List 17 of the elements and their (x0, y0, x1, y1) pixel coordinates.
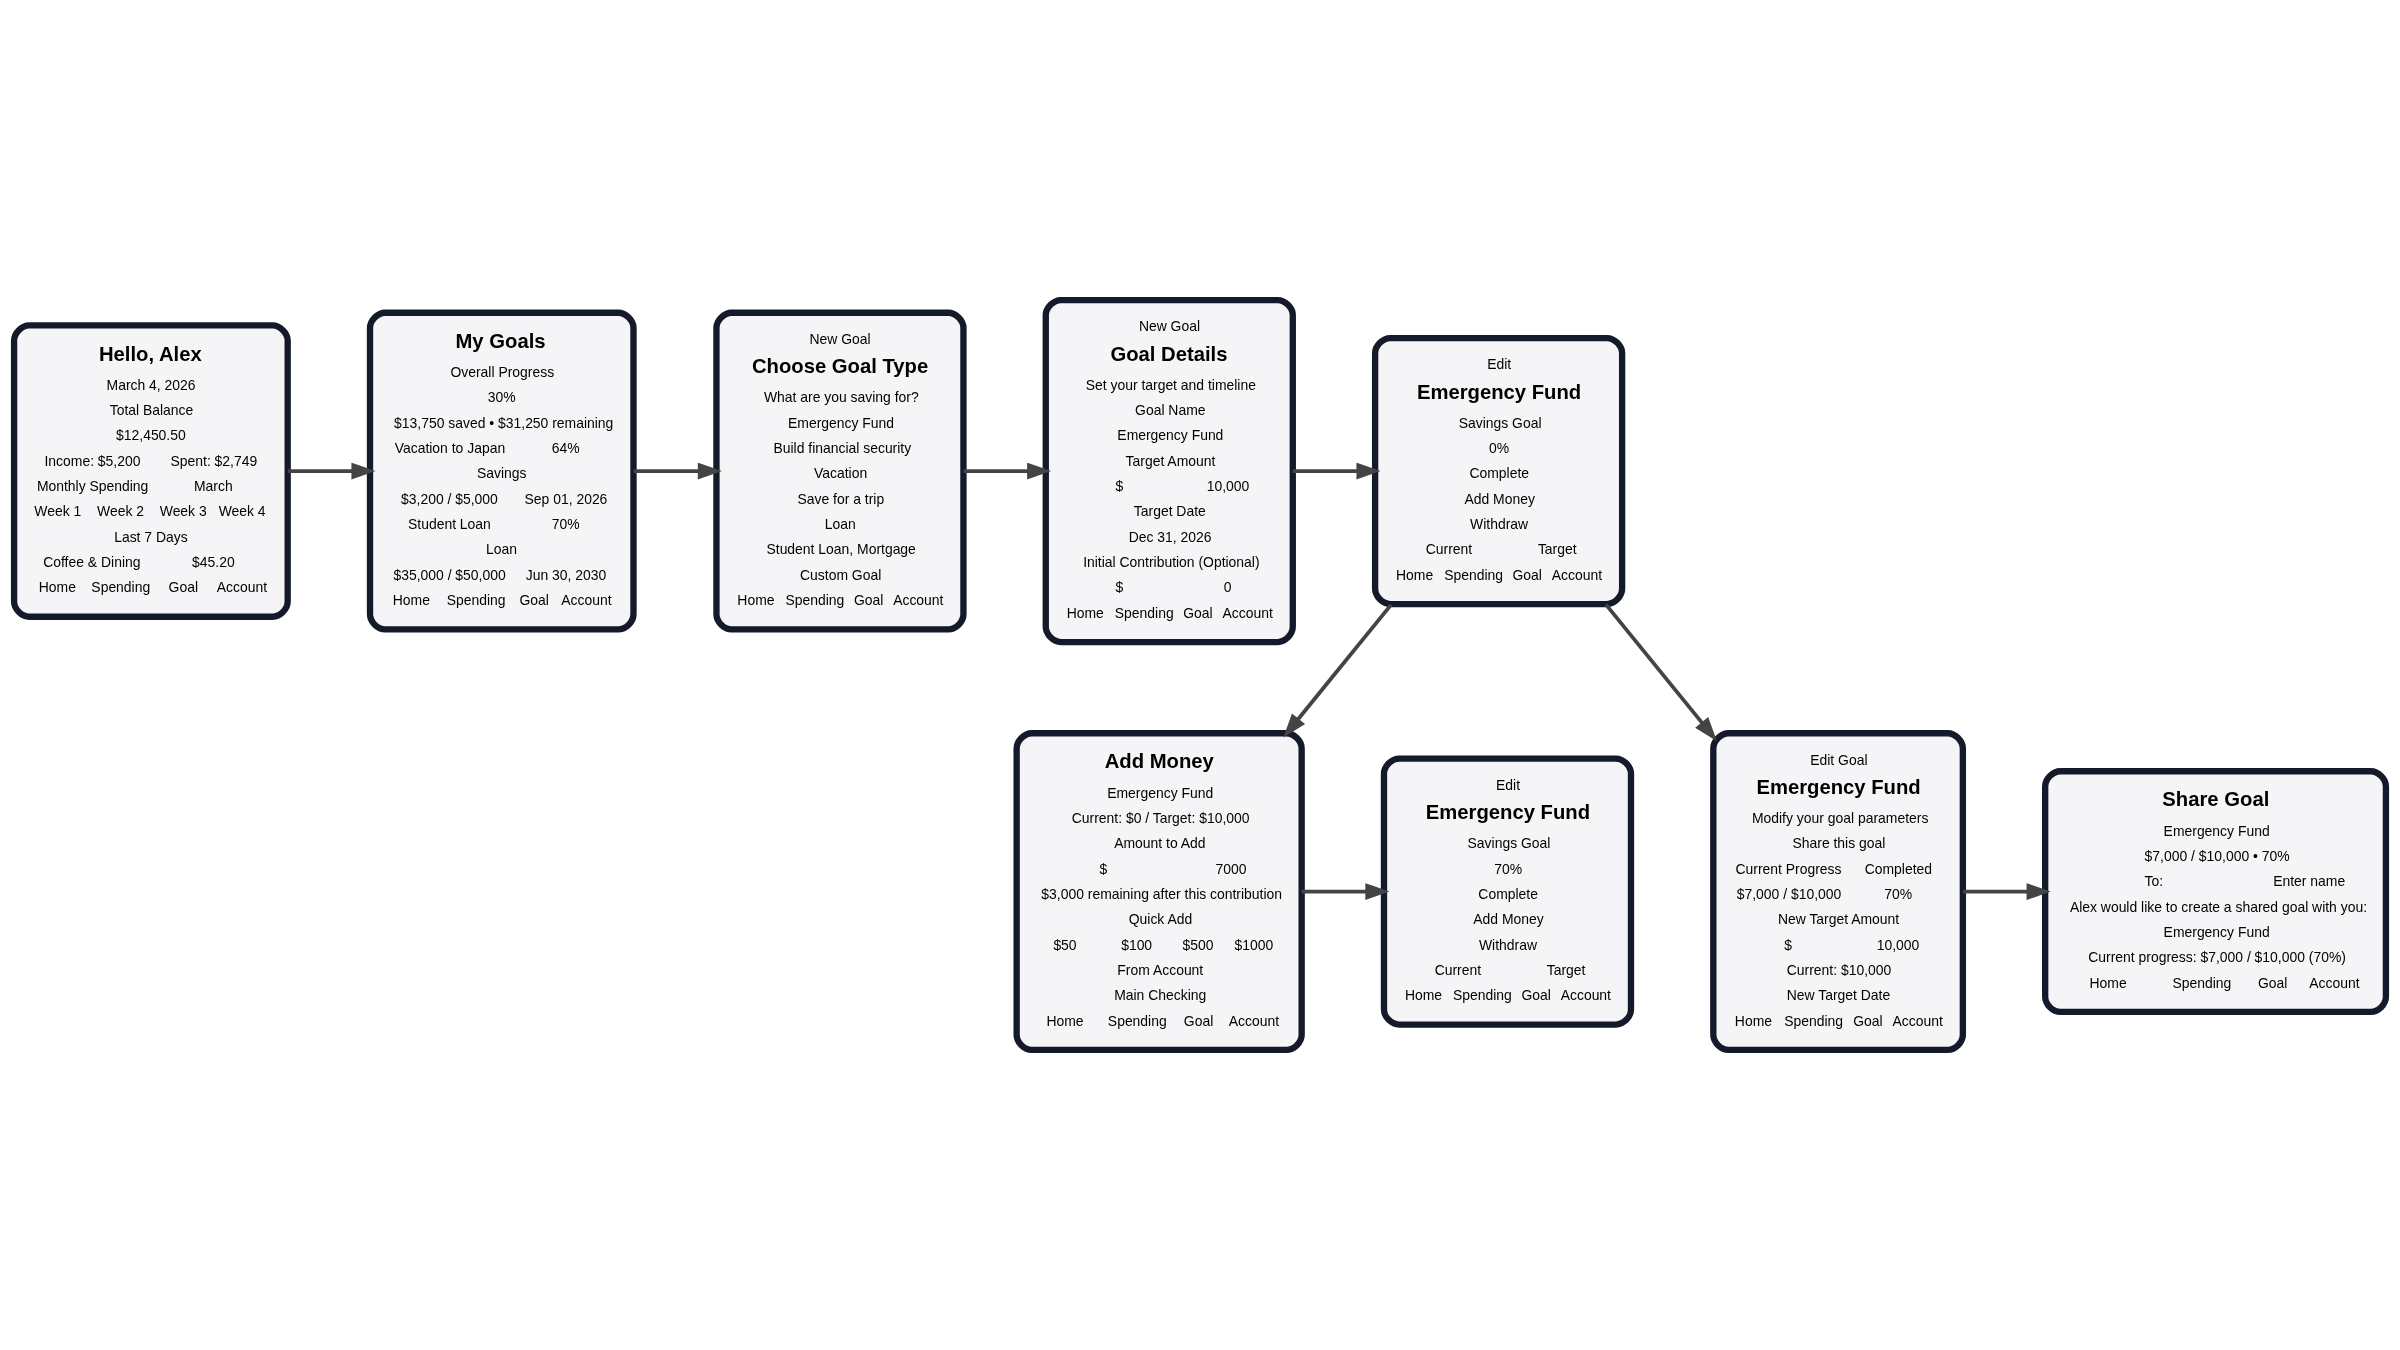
arrow (1292, 462, 1381, 480)
arrow (287, 462, 376, 480)
arrow (1301, 883, 1390, 901)
arrow (1963, 883, 2051, 901)
node-box: New Goal Choose Goal Type What are you saving for? Emergency Fund Build financial security Vacation Save for a trip Loan Student Loan, Mortgage Custom Goal Home Spending Goal Account (713, 309, 967, 633)
arrow (633, 462, 722, 480)
node-box: Edit Goal Emergency Fund Modify your goal parameters Share this goal Current Progress Completed $7,000 / $10,000 70% New Target Amount $ 10,000 Current: $10,000 New Target Date Home Spending Goal Account (1710, 730, 1966, 1054)
arrow (1283, 603, 1393, 738)
node-box: My Goals Overall Progress 30% $13,750 saved • $31,250 remaining Vacation to Japan 64% Savings $3,200 / $5,000 Sep 01, 2026 Student Loan 70% Loan $35,000 / $50,000 Jun 30, 2030 Home Spending Goal Account (366, 309, 637, 633)
node-box: Add Money Emergency Fund Current: $0 / Target: $10,000 Amount to Add $ 7000 $3,000 remaining after this contribution Quick Add $50 $100 $500 $1000 From Account Main Checking Home Spending Goal Account (1013, 730, 1305, 1054)
arrow (963, 462, 1052, 480)
node-box: Share Goal Emergency Fund $7,000 / $10,000 • 70% To: Enter name Alex would like to create a shared goal with you: Emergency Fund Current progress: $7,000 / $10,000 (70%) Home Spending Goal Account (2042, 768, 2390, 1016)
node-box: Hello, Alex March 4, 2026 Total Balance $12,450.50 Income: $5,200 Spent: $2,749 Monthly Spending March Week 1 Week 2 Week 3 Week 4 Last 7 Days Coffee & Dining $45.20 Home Spending Goal Account (10, 322, 291, 620)
node-box: New Goal Goal Details Set your target and timeline Goal Name Emergency Fund Target Amount $ 10,000 Target Date Dec 31, 2026 Initial Contribution (Optional) $ 0 Home Spending Goal Account (1042, 296, 1296, 646)
node-box: Edit Emergency Fund Savings Goal 0% Complete Add Money Withdraw Current Target Home Spending Goal Account (1371, 334, 1626, 608)
node-box: Edit Emergency Fund Savings Goal 70% Complete Add Money Withdraw Current Target Home Spending Goal Account (1380, 755, 1635, 1028)
arrow (1604, 603, 1717, 742)
